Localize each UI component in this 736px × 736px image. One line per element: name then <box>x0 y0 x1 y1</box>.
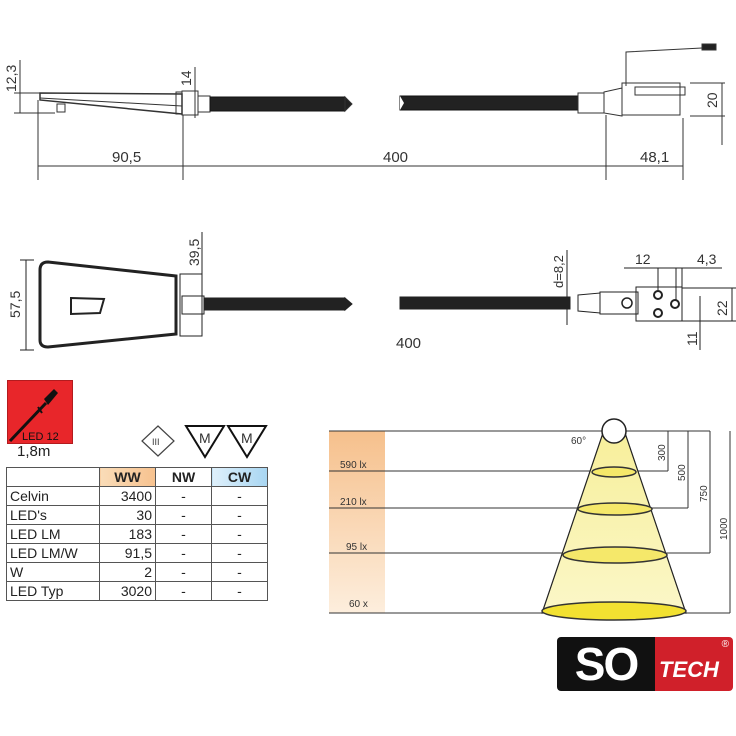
dist-300: 300 <box>657 444 668 461</box>
svg-text:M: M <box>241 430 253 446</box>
m-mark-icon: M <box>184 425 226 459</box>
led-badge: LED 12 <box>7 380 73 444</box>
dim-mount-half: 11 <box>684 331 700 346</box>
dim-collar-width: 39,5 <box>186 239 202 266</box>
lux-590: 590 lx <box>340 460 367 471</box>
table-header-row: WW NW CW <box>6 467 268 487</box>
row-label: W <box>6 562 100 582</box>
dim-arm-length-bottom: 400 <box>396 335 421 352</box>
row-nw: - <box>155 543 212 563</box>
header-blank <box>6 467 100 487</box>
dim-collar-height: 14 <box>178 70 194 86</box>
spec-table: WW NW CW Celvin 3400 - - LED's 30 - - LE… <box>6 467 268 601</box>
row-cw: - <box>211 524 268 544</box>
table-row: LED LM/W 91,5 - - <box>6 543 268 563</box>
top-view <box>14 43 725 180</box>
dim-mount-height: 22 <box>714 300 730 316</box>
table-row: Celvin 3400 - - <box>6 486 268 506</box>
protection-class-iii-icon: III <box>141 425 175 457</box>
row-ww: 91,5 <box>99 543 156 563</box>
svg-text:III: III <box>152 437 160 447</box>
row-nw: - <box>155 505 212 525</box>
row-nw: - <box>155 524 212 544</box>
led-badge-label: LED 12 <box>22 431 59 443</box>
dist-500: 500 <box>677 464 688 481</box>
dim-arm-diameter: d=8,2 <box>551 255 566 288</box>
sotech-logo: SO TECH ® <box>557 637 733 691</box>
row-cw: - <box>211 543 268 563</box>
row-cw: - <box>211 562 268 582</box>
row-ww: 2 <box>99 562 156 582</box>
row-cw: - <box>211 505 268 525</box>
cable-length: 1,8m <box>17 443 51 460</box>
table-row: LED Typ 3020 - - <box>6 581 268 601</box>
dim-clamp-length: 48,1 <box>640 149 669 166</box>
row-ww: 3400 <box>99 486 156 506</box>
row-ww: 30 <box>99 505 156 525</box>
m-mark-icon: M <box>226 425 268 459</box>
row-cw: - <box>211 486 268 506</box>
dim-hole-offset: 4,3 <box>697 251 717 267</box>
row-cw: - <box>211 581 268 601</box>
table-row: W 2 - - <box>6 562 268 582</box>
lux-60: 60 x <box>349 599 368 610</box>
header-cw: CW <box>211 467 268 487</box>
dim-hole-spacing: 12 <box>635 251 651 267</box>
row-label: LED's <box>6 505 100 525</box>
dim-head-length: 90,5 <box>112 149 141 166</box>
logo-tech: TECH <box>659 657 719 682</box>
lux-95: 95 lx <box>346 542 367 553</box>
header-ww: WW <box>99 467 156 487</box>
row-nw: - <box>155 581 212 601</box>
svg-text:M: M <box>199 430 211 446</box>
beam-angle: 60° <box>571 436 586 447</box>
cable-icon <box>8 389 58 443</box>
dim-left-height: 12,3 <box>3 65 19 92</box>
logo-so: SO <box>557 637 655 691</box>
header-nw: NW <box>155 467 212 487</box>
row-label: LED Typ <box>6 581 100 601</box>
beam-diagram <box>329 418 731 621</box>
registered-icon: ® <box>721 639 729 650</box>
row-nw: - <box>155 486 212 506</box>
logo-tech-block: TECH ® <box>655 637 733 691</box>
dim-arm-length-top: 400 <box>383 149 408 166</box>
row-ww: 3020 <box>99 581 156 601</box>
row-ww: 183 <box>99 524 156 544</box>
bottom-view <box>20 232 736 351</box>
table-row: LED's 30 - - <box>6 505 268 525</box>
row-label: LED LM/W <box>6 543 100 563</box>
dim-clamp-height: 20 <box>704 92 720 108</box>
table-row: LED LM 183 - - <box>6 524 268 544</box>
row-label: Celvin <box>6 486 100 506</box>
row-label: LED LM <box>6 524 100 544</box>
dist-1000: 1000 <box>719 517 730 540</box>
lux-210: 210 lx <box>340 497 367 508</box>
row-nw: - <box>155 562 212 582</box>
dim-head-width: 57,5 <box>7 291 23 318</box>
dist-750: 750 <box>699 485 710 502</box>
